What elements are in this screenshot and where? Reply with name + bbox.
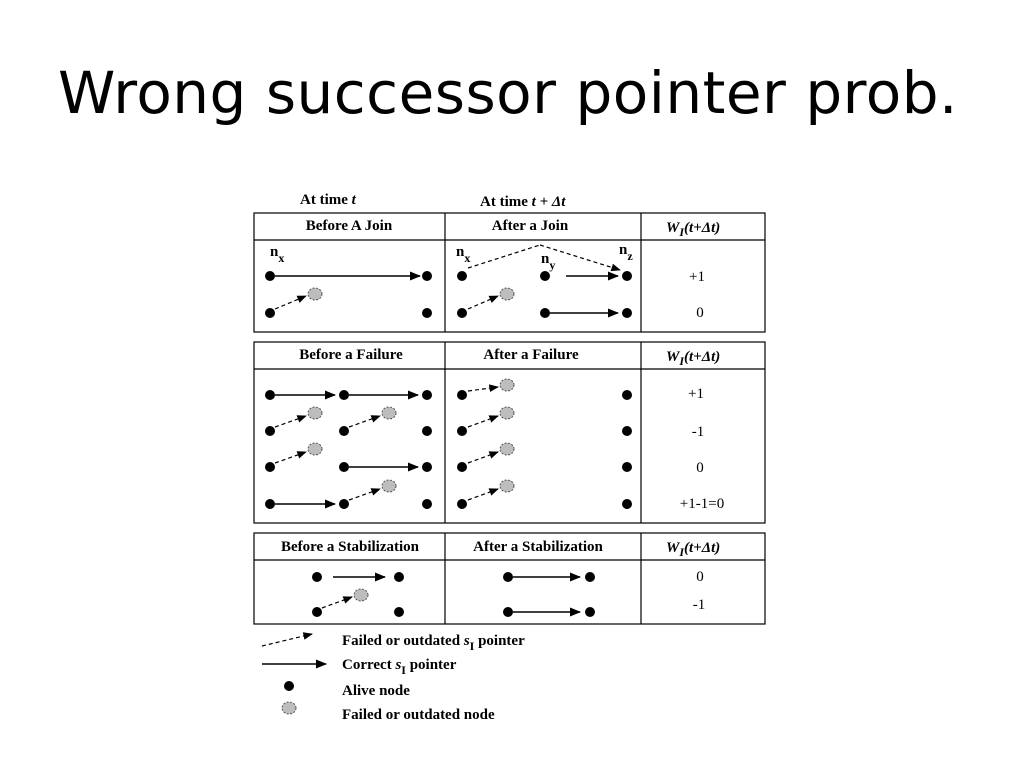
alive-node: [622, 499, 632, 509]
alive-node: [457, 390, 467, 400]
failure-value-3: 0: [696, 460, 704, 476]
alive-node: [503, 607, 513, 617]
alive-node: [540, 271, 550, 281]
failed-node: [499, 287, 515, 301]
join-value-1: +1: [689, 269, 705, 285]
legend: Failed or outdated sI pointer Correct sI…: [261, 632, 525, 723]
failed-node: [307, 442, 323, 456]
alive-node: [457, 462, 467, 472]
alive-node: [312, 572, 322, 582]
failed-node: [307, 287, 323, 301]
legend-failed-node: Failed or outdated node: [342, 707, 495, 723]
alive-node: [457, 271, 467, 281]
alive-node: [422, 462, 432, 472]
legend-correct-pointer: Correct sI pointer: [342, 657, 457, 677]
join-label-ny: ny: [541, 251, 555, 272]
alive-node: [265, 271, 275, 281]
failed-node: [499, 442, 515, 456]
join-label-nx-after: nx: [456, 244, 470, 265]
alive-node: [622, 308, 632, 318]
failed-node: [307, 406, 323, 420]
legend-failed-pointer: Failed or outdated sI pointer: [342, 633, 525, 653]
alive-node: [339, 390, 349, 400]
join-after-header: After a Join: [492, 218, 569, 234]
join-label-nx: nx: [270, 244, 284, 265]
failure-value-4: +1-1=0: [680, 496, 724, 512]
alive-node: [422, 308, 432, 318]
alive-node: [422, 426, 432, 436]
stabilization-value-1: 0: [696, 569, 704, 585]
failed-node: [353, 588, 369, 602]
alive-node: [339, 462, 349, 472]
failed-node: [499, 406, 515, 420]
alive-node: [540, 308, 550, 318]
alive-node: [312, 607, 322, 617]
alive-node: [622, 426, 632, 436]
alive-node: [422, 271, 432, 281]
failed-node: [499, 479, 515, 493]
alive-node: [622, 390, 632, 400]
stabilization-value-2: -1: [693, 597, 706, 613]
alive-node: [457, 499, 467, 509]
alive-node: [585, 607, 595, 617]
alive-node: [339, 499, 349, 509]
failed-node: [381, 479, 397, 493]
failure-w-header: WI(t+Δt): [666, 349, 720, 368]
alive-node: [457, 426, 467, 436]
alive-node: [394, 572, 404, 582]
alive-node: [265, 390, 275, 400]
join-section: Before A Join After a Join WI(t+Δt) nx n…: [253, 212, 766, 333]
join-value-2: 0: [696, 305, 704, 321]
alive-node: [265, 499, 275, 509]
legend-alive-node: Alive node: [342, 683, 410, 699]
failure-before-header: Before a Failure: [299, 347, 403, 363]
alive-node: [457, 308, 467, 318]
heading-time-t-dt: At time t + Δt: [480, 194, 566, 210]
slide-title: Wrong successor pointer prob.: [58, 59, 958, 127]
join-before-header: Before A Join: [306, 218, 393, 234]
alive-node: [622, 271, 632, 281]
alive-node: [265, 308, 275, 318]
alive-node: [422, 390, 432, 400]
stabilization-section: Before a Stabilization After a Stabiliza…: [253, 532, 766, 625]
alive-node: [339, 426, 349, 436]
failure-value-1: +1: [688, 386, 704, 402]
stabilization-w-header: WI(t+Δt): [666, 540, 720, 559]
failed-node: [381, 406, 397, 420]
failure-value-2: -1: [692, 424, 705, 440]
stabilization-before-header: Before a Stabilization: [281, 539, 420, 555]
alive-node: [265, 462, 275, 472]
legend-failed-node-icon: [281, 701, 297, 715]
alive-node: [585, 572, 595, 582]
alive-node: [394, 607, 404, 617]
alive-node: [422, 499, 432, 509]
join-label-nz: nz: [619, 242, 633, 263]
failure-after-header: After a Failure: [483, 347, 579, 363]
failure-section: Before a Failure After a Failure WI(t+Δt…: [253, 341, 766, 524]
stabilization-after-header: After a Stabilization: [473, 539, 603, 555]
legend-alive-node-icon: [284, 681, 294, 691]
alive-node: [503, 572, 513, 582]
heading-time-t: At time t: [300, 192, 357, 208]
alive-node: [265, 426, 275, 436]
failed-node: [499, 378, 515, 392]
alive-node: [622, 462, 632, 472]
join-w-header: WI(t+Δt): [666, 220, 720, 239]
